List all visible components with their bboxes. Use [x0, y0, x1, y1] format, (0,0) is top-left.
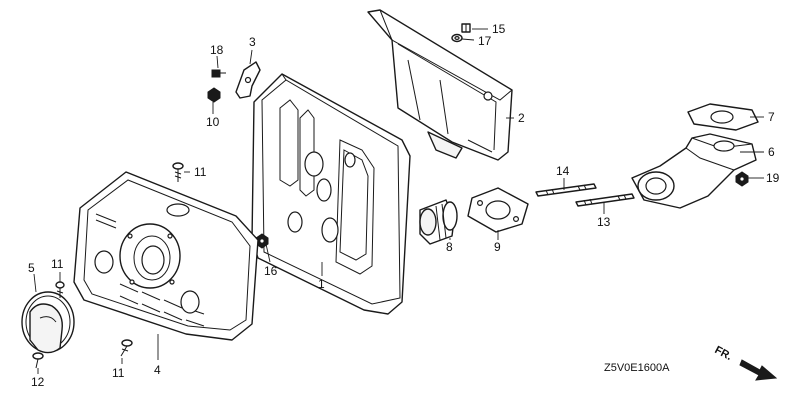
- callout-4: 4: [154, 363, 161, 377]
- callout-18: 18: [210, 43, 224, 57]
- callout-11-lower: 11: [112, 366, 125, 380]
- exhaust-pipe: [631, 133, 757, 209]
- washer-17: [451, 33, 463, 43]
- diagram-code: Z5V0E1600A: [604, 362, 670, 374]
- front-arrow-icon: [739, 359, 778, 381]
- callout-11-upper: 11: [194, 165, 207, 179]
- screw-12: [32, 352, 44, 369]
- stud-14: [535, 183, 597, 197]
- callout-5: 5: [28, 261, 35, 275]
- stud-13: [575, 193, 635, 207]
- callout-14: 14: [556, 164, 570, 178]
- callout-9: 9: [494, 240, 501, 254]
- gasket-9: [467, 187, 529, 233]
- muffler-protector: [73, 171, 259, 341]
- callout-7: 7: [768, 110, 775, 124]
- callout-15: 15: [492, 22, 506, 36]
- callout-2: 2: [518, 111, 525, 125]
- callout-17: 17: [478, 34, 492, 48]
- spark-arrester-screen: [419, 199, 458, 245]
- callout-12: 12: [31, 375, 45, 389]
- leader-lines: [33, 28, 764, 374]
- callout-19: 19: [766, 171, 780, 185]
- screw-11-lower: [120, 339, 133, 357]
- callout-3: 3: [249, 35, 256, 49]
- gasket-7: [687, 103, 759, 131]
- callout-11-cap: 11: [51, 257, 64, 271]
- bolt-15: [461, 23, 471, 33]
- muffler-body: [251, 73, 411, 315]
- bolt-18: [211, 69, 226, 78]
- screw-11-upper: [172, 162, 184, 182]
- nut-10: [207, 87, 221, 103]
- callout-labels: 1 2 3 4 5 6 7 8 9 10 11 11 11 12 13 14 1…: [28, 22, 780, 389]
- screw-11-cap: [55, 281, 65, 298]
- front-label: FR.: [713, 344, 734, 363]
- callout-13: 13: [597, 215, 611, 229]
- bracket-3: [235, 61, 261, 99]
- callout-8: 8: [446, 240, 453, 254]
- callout-10: 10: [206, 115, 220, 129]
- callout-6: 6: [768, 145, 775, 159]
- nut-19: [735, 171, 749, 187]
- spark-arrester-cap: [21, 291, 75, 354]
- front-direction-indicator: FR.: [713, 344, 778, 381]
- callout-16: 16: [264, 264, 278, 278]
- callout-1: 1: [318, 277, 325, 291]
- heat-shield: [367, 9, 513, 161]
